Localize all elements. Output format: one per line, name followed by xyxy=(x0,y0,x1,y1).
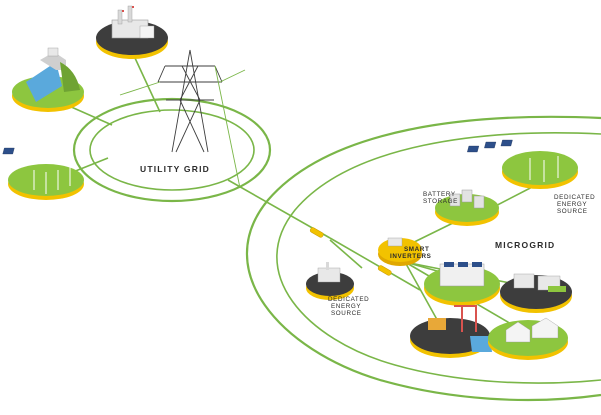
residential-island xyxy=(500,273,572,313)
battery-storage-island xyxy=(435,189,499,226)
solar-wind-island-left xyxy=(2,147,84,200)
microgrid-ring-outer xyxy=(246,115,601,402)
dedicated-energy-source-right-label: DEDICATED ENERGY SOURCE xyxy=(554,194,595,215)
smart-inverters-label: SMART INVERTERS xyxy=(390,246,431,260)
microgrid-ring-inner xyxy=(276,132,601,384)
dedicated-source-left-island xyxy=(306,262,354,300)
solar-wind-island-right xyxy=(467,139,578,189)
svg-text:SMART: SMART xyxy=(404,246,429,253)
svg-text:DEDICATED: DEDICATED xyxy=(328,296,369,303)
utility-grid-label: UTILITY GRID xyxy=(140,164,210,174)
svg-text:BATTERY: BATTERY xyxy=(423,191,456,198)
svg-text:DEDICATED: DEDICATED xyxy=(554,194,595,201)
commercial-island xyxy=(424,262,500,306)
utility-grid-ring-outer xyxy=(72,97,272,203)
transmission-tower xyxy=(119,49,246,189)
svg-text:ENERGY: ENERGY xyxy=(331,303,361,310)
svg-text:SOURCE: SOURCE xyxy=(557,208,588,215)
microgrid-label: MICROGRID xyxy=(495,240,555,250)
industrial-port-island xyxy=(410,305,492,358)
smart-inverters-node xyxy=(378,237,422,266)
line-connectors xyxy=(309,227,392,276)
svg-text:INVERTERS: INVERTERS xyxy=(390,253,431,260)
utility-grid-ring-inner xyxy=(89,109,255,191)
svg-text:STORAGE: STORAGE xyxy=(423,198,458,205)
svg-text:SOURCE: SOURCE xyxy=(331,310,362,317)
dedicated-energy-source-left-label: DEDICATED ENERGY SOURCE xyxy=(328,296,369,317)
battery-storage-label: BATTERY STORAGE xyxy=(423,191,458,205)
svg-text:ENERGY: ENERGY xyxy=(557,201,587,208)
campus-island xyxy=(488,317,568,360)
power-plant-island xyxy=(96,5,168,59)
hydro-dam-island xyxy=(12,47,84,112)
